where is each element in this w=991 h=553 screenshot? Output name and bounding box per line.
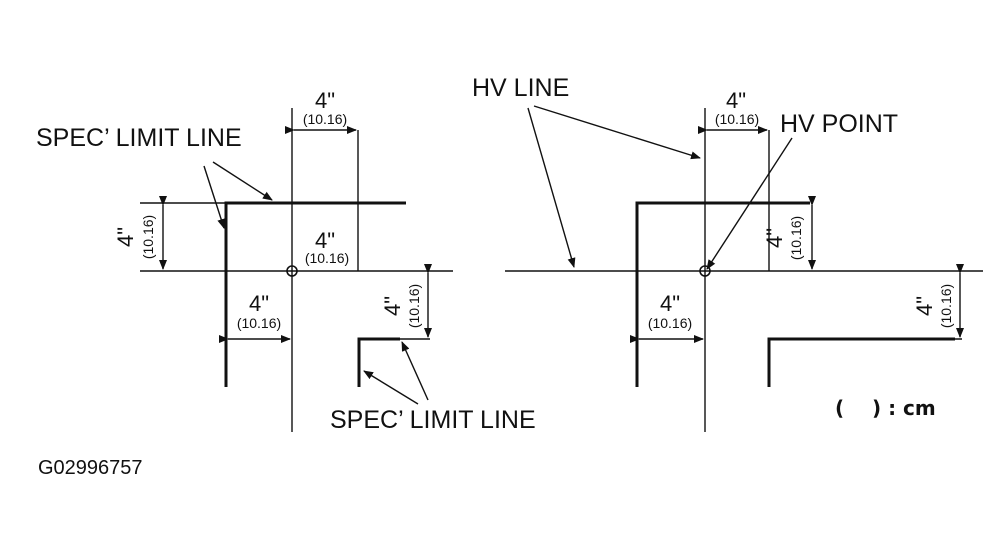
left-right-vertical-dimension-cm: (10.16) — [406, 284, 422, 328]
unit-note: ( ) : cm — [835, 396, 936, 420]
right-hv-line-leader-1 — [533, 105, 701, 160]
left-center-point — [286, 265, 298, 277]
right-bottom-dimension-inches: 4" — [660, 291, 680, 316]
right-bottom-dimension-cm: (10.16) — [648, 315, 692, 331]
figure-code: G02996757 — [38, 457, 143, 479]
left-lower-spec-limit-line — [357, 337, 400, 387]
left-bottom-dimension-inches: 4" — [249, 291, 269, 316]
right-vertical-dimension-inches: 4" — [762, 228, 787, 248]
left-right-vertical-dimension-inches: 4" — [380, 296, 405, 316]
left-spec-limit-label-top: SPEC’ LIMIT LINE — [36, 124, 242, 152]
left-upper-spec-limit-line — [224, 201, 406, 387]
left-spec-limit-leader-3 — [363, 370, 419, 405]
left-vertical-dimension-inches: 4" — [113, 227, 138, 247]
right-hv-point-leader — [706, 137, 793, 270]
left-diagram: 4" (10.16) 4" (10.16) 4" (10.16) 4" (10.… — [36, 88, 536, 434]
right-center-point — [699, 265, 711, 277]
right-top-dimension-inches: 4" — [726, 88, 746, 113]
right-far-vertical-dimension-cm: (10.16) — [938, 284, 954, 328]
left-spec-limit-leader-2 — [203, 165, 226, 229]
right-lower-spec-limit-line — [767, 337, 955, 387]
right-diagram: 4" (10.16) 4" (10.16) 4" (10.16) 4" (10.… — [472, 74, 983, 432]
right-upper-spec-limit-line — [635, 201, 810, 387]
left-center-dimension-cm: (10.16) — [305, 250, 349, 266]
left-bottom-dimension-cm: (10.16) — [237, 315, 281, 331]
left-top-dimension-cm: (10.16) — [303, 111, 347, 127]
right-hv-point-label: HV POINT — [780, 110, 898, 138]
right-far-vertical-dimension-inches: 4" — [912, 296, 937, 316]
left-top-dimension-inches: 4" — [315, 88, 335, 113]
left-center-dimension-inches: 4" — [315, 228, 335, 253]
left-spec-limit-leader-1 — [212, 161, 273, 201]
left-spec-limit-label-bottom: SPEC’ LIMIT LINE — [330, 406, 536, 434]
left-vertical-dimension-cm: (10.16) — [140, 215, 156, 259]
right-top-dimension-cm: (10.16) — [715, 111, 759, 127]
right-hv-line-leader-2 — [527, 107, 576, 268]
right-vertical-dimension-cm: (10.16) — [788, 216, 804, 260]
left-spec-limit-leader-4 — [401, 341, 429, 401]
right-hv-line-label: HV LINE — [472, 74, 569, 102]
